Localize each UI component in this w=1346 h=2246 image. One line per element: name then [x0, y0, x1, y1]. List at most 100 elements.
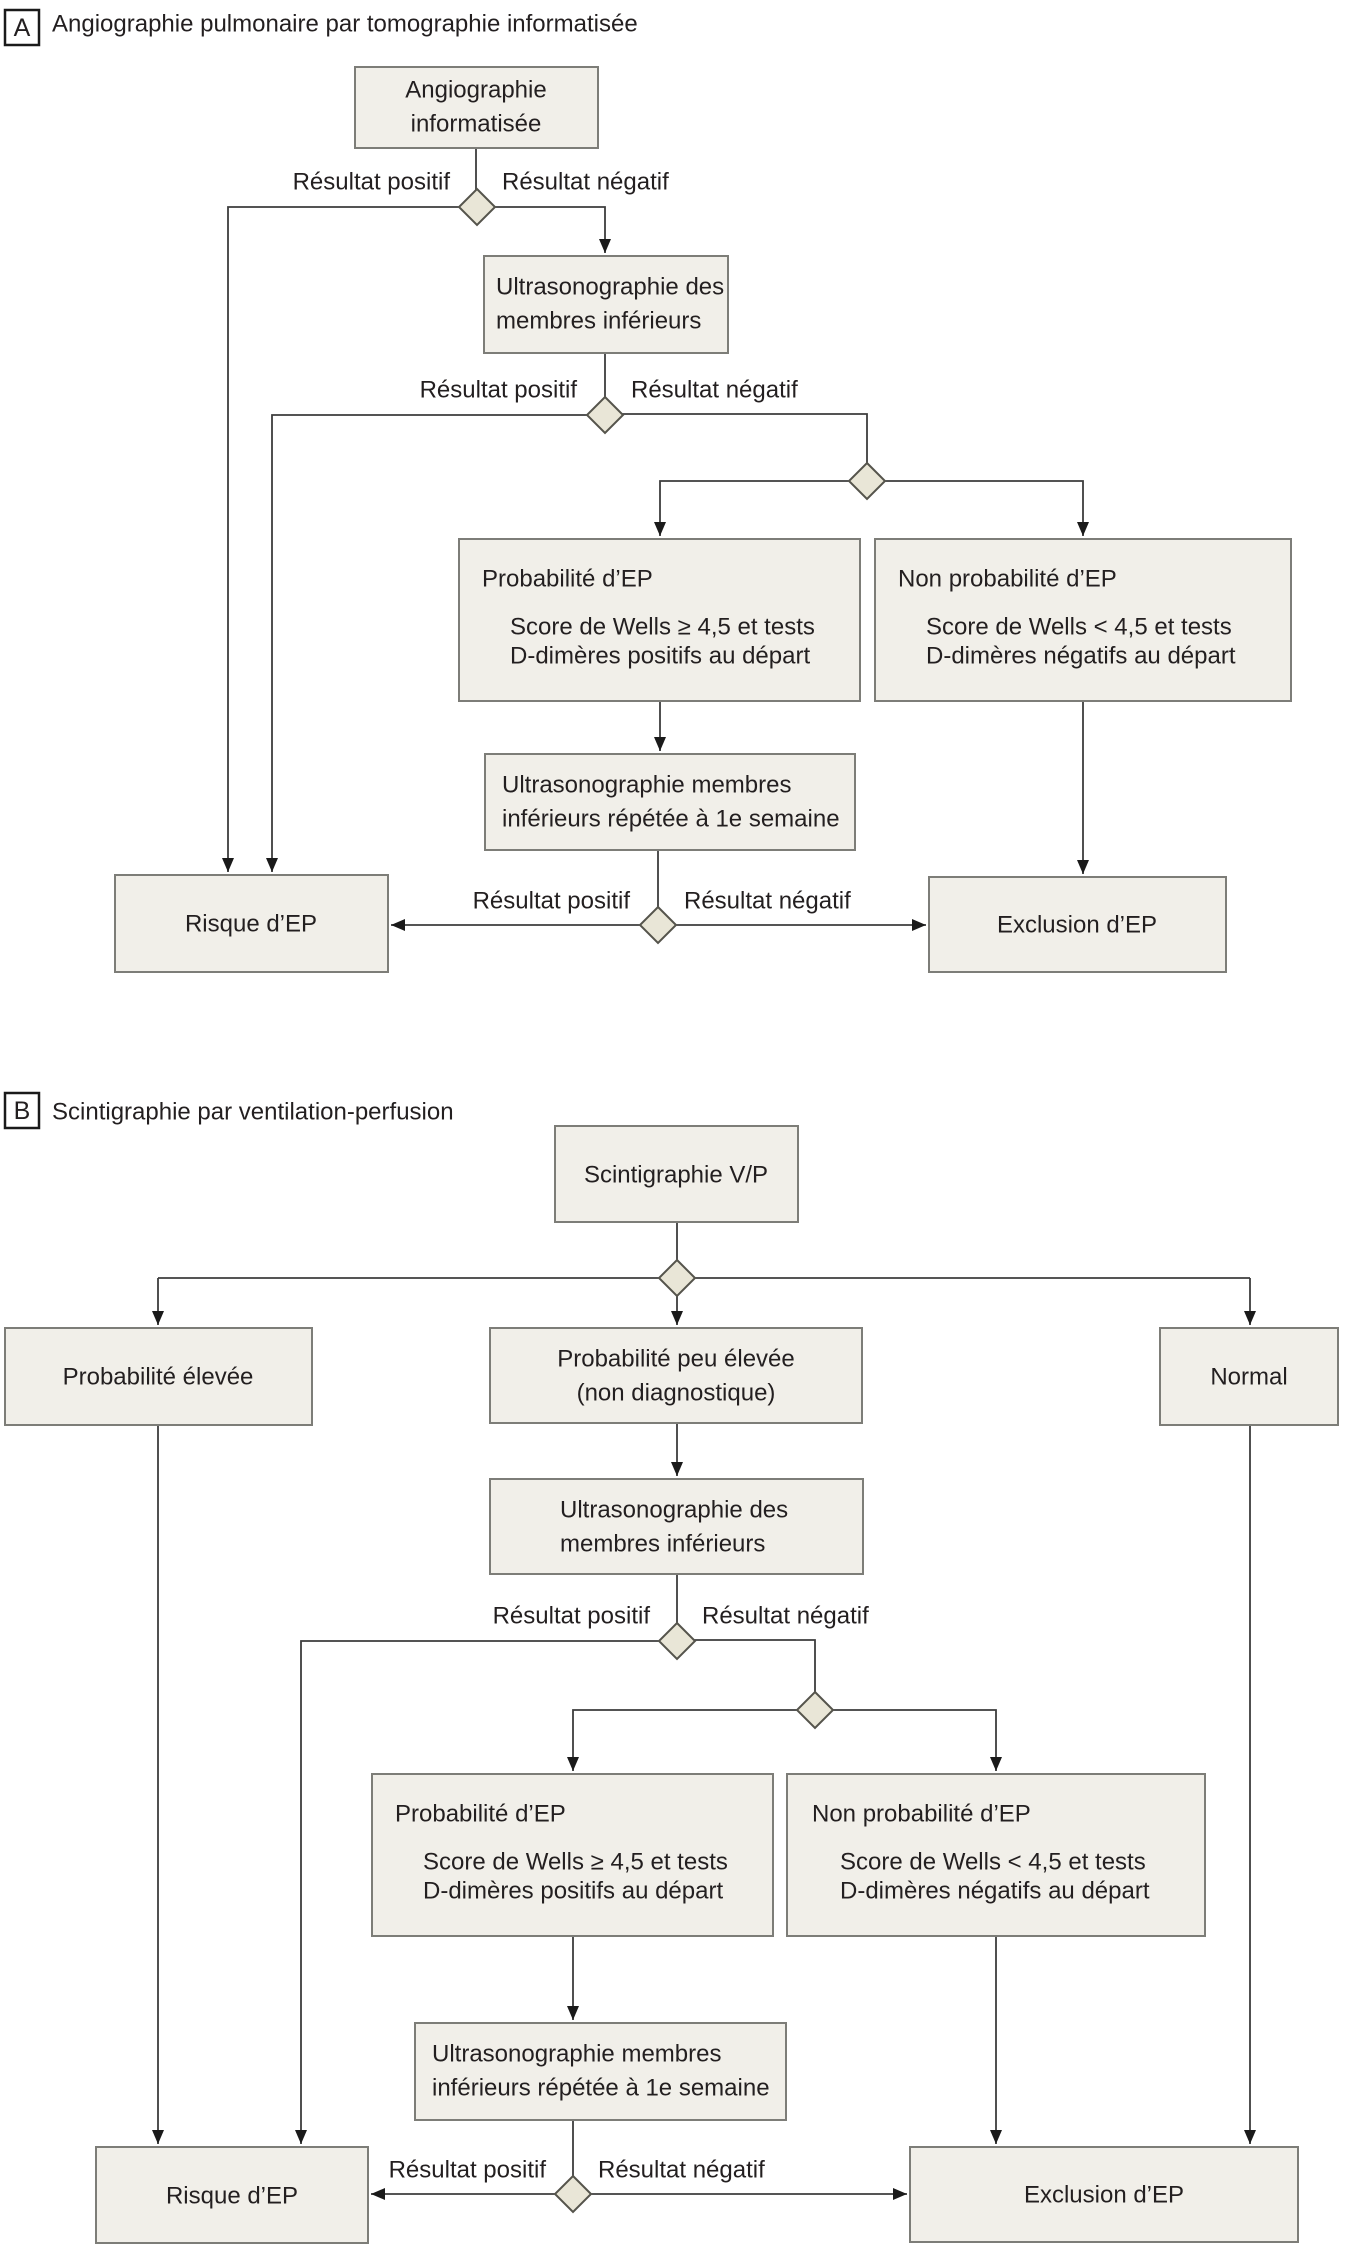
node-high-probability: Probabilité élevée — [4, 1327, 313, 1426]
node-text-line: D-dimères négatifs au départ — [840, 1878, 1150, 1905]
panel-a-tag-letter: A — [14, 14, 31, 42]
node-text-line: inférieurs répétée à 1e semaine — [432, 2075, 770, 2102]
node-text-line: Probabilité élevée — [63, 1364, 254, 1391]
connector-decision1-positive-to-risk — [222, 206, 477, 872]
node-text-line: Scintigraphie V/P — [584, 1162, 768, 1189]
node-text-line: D-dimères négatifs au départ — [926, 643, 1236, 670]
node-box — [414, 2022, 787, 2121]
node-box — [114, 874, 389, 973]
node-ultrasound: Ultrasonographie des membres inférieurs — [489, 1478, 864, 1575]
panel-a-title: Angiographie pulmonaire par tomographie … — [52, 11, 638, 38]
panel-a-decisions — [457, 187, 887, 945]
connector-decision3-to-probable — [654, 480, 867, 536]
node-box — [1159, 1327, 1339, 1426]
edge-label-positive: Résultat positif — [389, 2157, 547, 2184]
node-text-line: Risque d’EP — [166, 2183, 298, 2210]
node-text-line: membres inférieurs — [496, 308, 701, 335]
decision-diamond — [638, 905, 678, 945]
connector-decision2-negative-to-decision3 — [605, 413, 868, 481]
node-text-line: Score de Wells < 4,5 et tests — [926, 614, 1232, 641]
node-text-line: Ultrasonographie membres — [432, 2041, 721, 2068]
panel-a-tag-box — [3, 8, 41, 47]
connector-decision1-negative-to-ultrasound — [477, 206, 611, 253]
node-text-line: Score de Wells < 4,5 et tests — [840, 1849, 1146, 1876]
node-box — [458, 538, 861, 702]
connector-decision3-to-not-probable — [815, 1709, 1002, 1771]
node-risk: Risque d’EP — [114, 874, 389, 973]
node-text-line: D-dimères positifs au départ — [423, 1878, 723, 1905]
node-box — [554, 1125, 799, 1223]
node-text-line: Exclusion d’EP — [1024, 2182, 1184, 2209]
panel-b-tag-letter: B — [14, 1097, 31, 1125]
panel-b-decisions — [553, 1258, 835, 2214]
node-box — [4, 1327, 313, 1426]
node-low-probability: Probabilité peu élevée (non diagnostique… — [489, 1327, 863, 1424]
node-box — [489, 1327, 863, 1424]
edge-label-positive: Résultat positif — [420, 377, 578, 404]
node-heading: Non probabilité d’EP — [812, 1801, 1031, 1828]
edge-label-negative: Résultat négatif — [684, 888, 851, 915]
node-probable-pe: Probabilité d’EP Score de Wells ≥ 4,5 et… — [458, 538, 861, 702]
node-box — [489, 1478, 864, 1575]
panel-b: B Scintigraphie par ventilation-perfusio… — [3, 1091, 1339, 2244]
node-text-line: Score de Wells ≥ 4,5 et tests — [423, 1849, 728, 1876]
panel-b-tag-box — [3, 1091, 41, 1130]
node-ultrasound-repeat: Ultrasonographie membres inférieurs répé… — [484, 753, 856, 851]
node-probable-pe: Probabilité d’EP Score de Wells ≥ 4,5 et… — [371, 1773, 774, 1937]
decision-diamond — [657, 1621, 697, 1661]
node-ultrasound-repeat: Ultrasonographie membres inférieurs répé… — [414, 2022, 787, 2121]
connector-decision2-positive-to-risk — [295, 1640, 677, 2144]
decision-diamond — [795, 1690, 835, 1730]
node-box — [354, 66, 599, 149]
node-box — [371, 1773, 774, 1937]
node-exclusion: Exclusion d’EP — [928, 876, 1227, 973]
node-text-line: Score de Wells ≥ 4,5 et tests — [510, 614, 815, 641]
node-box — [483, 255, 729, 354]
node-text-line: Probabilité peu élevée — [557, 1346, 795, 1373]
edge-label-positive: Résultat positif — [473, 888, 631, 915]
panel-a: A Angiographie pulmonaire par tomographi… — [3, 8, 1292, 973]
node-text-line: D-dimères positifs au départ — [510, 643, 810, 670]
node-box — [484, 753, 856, 851]
connector-decision2-positive-to-risk — [266, 414, 605, 872]
decision-diamond — [585, 395, 625, 435]
node-risk: Risque d’EP — [95, 2146, 369, 2244]
node-box — [786, 1773, 1206, 1937]
node-box — [909, 2146, 1299, 2243]
node-text-line: Normal — [1210, 1364, 1287, 1391]
edge-label-negative: Résultat négatif — [702, 1603, 869, 1630]
node-text-line: (non diagnostique) — [577, 1380, 776, 1407]
node-text-line: informatisée — [411, 111, 542, 138]
node-text-line: Exclusion d’EP — [997, 912, 1157, 939]
decision-diamond — [657, 1258, 697, 1298]
decision-diamond — [457, 187, 497, 227]
panel-a-edge-labels: Résultat positif Résultat négatif Résult… — [293, 169, 852, 915]
node-heading: Probabilité d’EP — [482, 566, 653, 593]
edge-label-positive: Résultat positif — [293, 169, 451, 196]
node-ultrasound: Ultrasonographie des membres inférieurs — [483, 255, 729, 354]
node-text-line: Risque d’EP — [185, 911, 317, 938]
node-box — [95, 2146, 369, 2244]
node-text-line: membres inférieurs — [560, 1531, 765, 1558]
decision-diamond — [847, 461, 887, 501]
panel-b-connectors — [152, 1222, 1256, 2200]
node-text-line: Ultrasonographie des — [496, 274, 724, 301]
decision-diamond — [553, 2174, 593, 2214]
node-not-probable-pe: Non probabilité d’EP Score de Wells < 4,… — [874, 538, 1292, 702]
node-scintigraphy: Scintigraphie V/P — [554, 1125, 799, 1223]
node-heading: Non probabilité d’EP — [898, 566, 1117, 593]
node-normal: Normal — [1159, 1327, 1339, 1426]
edge-label-negative: Résultat négatif — [598, 2157, 765, 2184]
node-not-probable-pe: Non probabilité d’EP Score de Wells < 4,… — [786, 1773, 1206, 1937]
connector-decision3-to-probable — [567, 1709, 815, 1771]
node-exclusion: Exclusion d’EP — [909, 2146, 1299, 2243]
node-angiography: Angiographie informatisée — [354, 66, 599, 149]
node-text-line: Ultrasonographie membres — [502, 772, 791, 799]
node-text-line: Angiographie — [405, 77, 546, 104]
connector-decision3-to-not-probable — [867, 480, 1089, 536]
connector-decision2-negative-to-decision3 — [677, 1639, 816, 1710]
node-box — [874, 538, 1292, 702]
panel-b-title: Scintigraphie par ventilation-perfusion — [52, 1099, 454, 1126]
